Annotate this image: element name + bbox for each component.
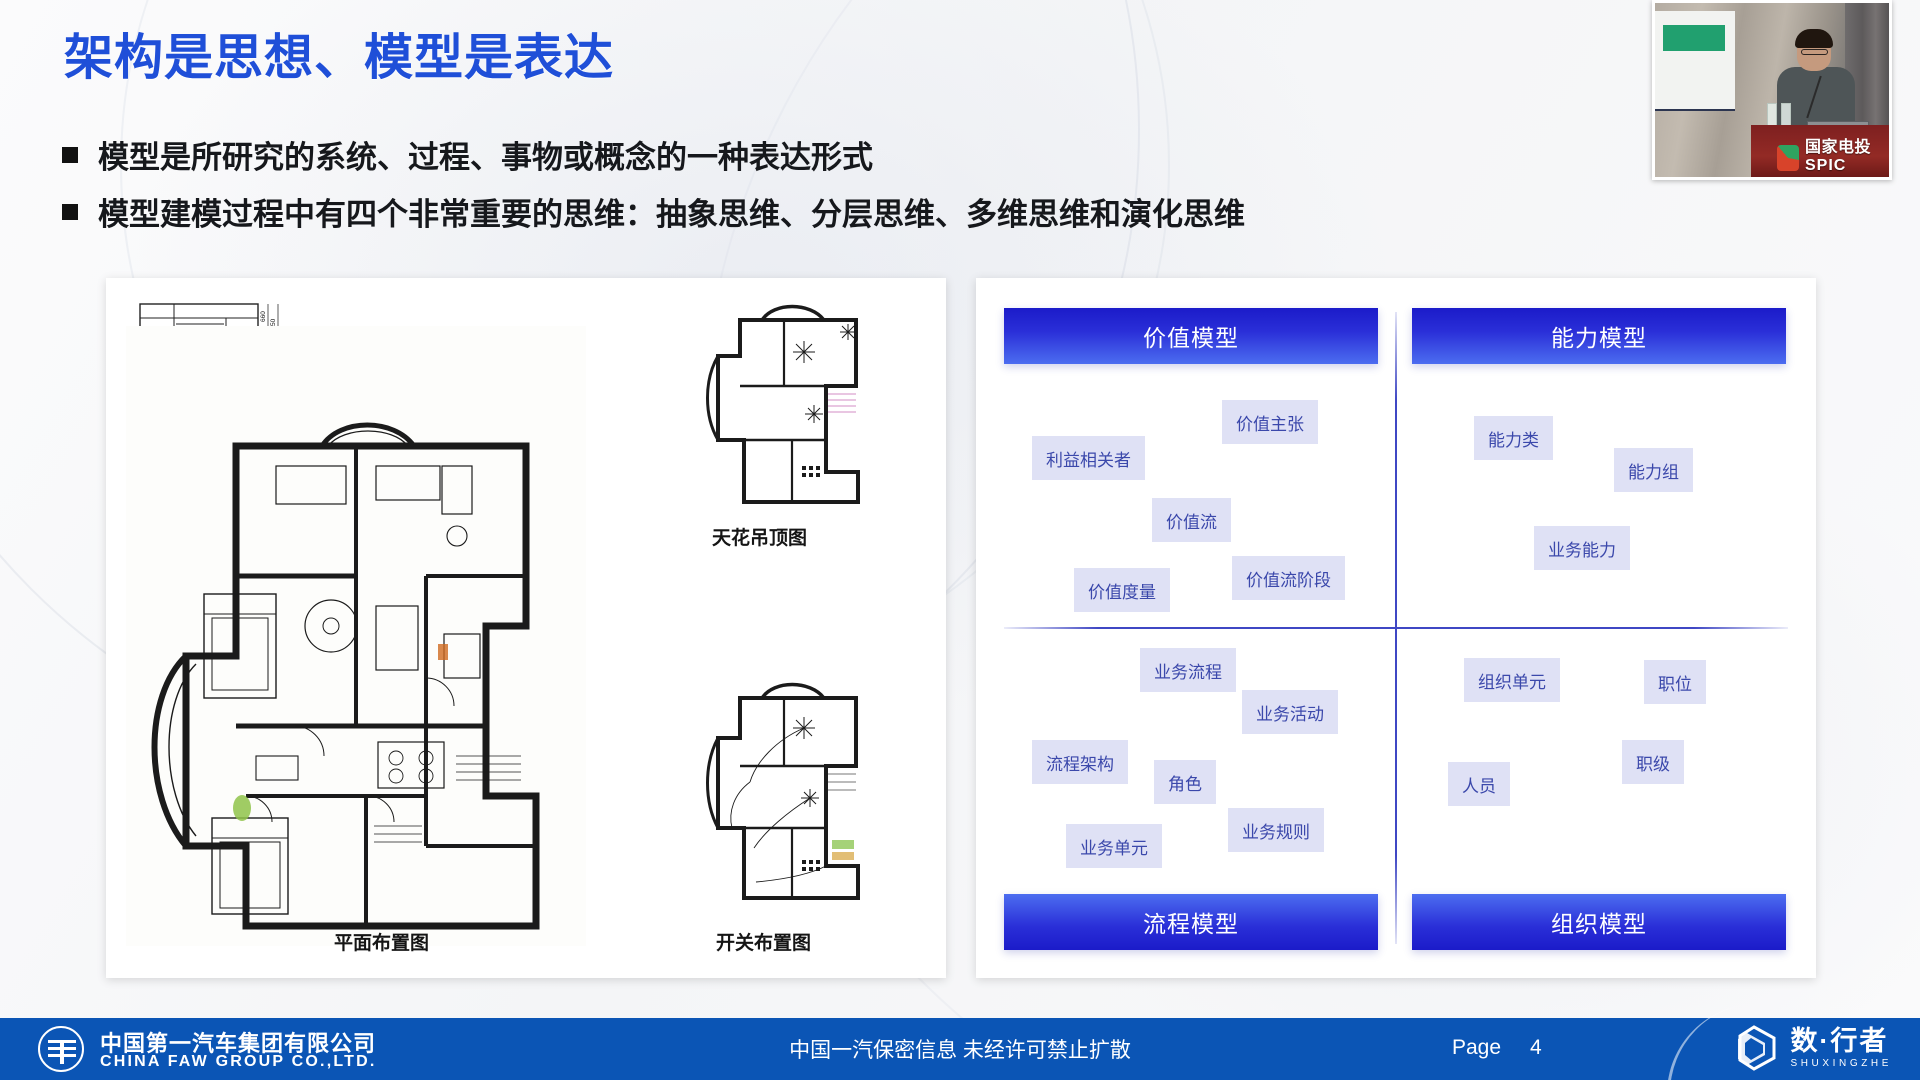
- company-name-en: CHINA FAW GROUP CO.,LTD.: [100, 1053, 377, 1070]
- node-value-measure[interactable]: 价值度量: [1074, 568, 1170, 612]
- brand-name-cn: 数·行者: [1790, 1025, 1889, 1056]
- bullet-marker-icon: [62, 203, 78, 220]
- bullet-list: 模型是所研究的系统、过程、事物或概念的一种表达形式 模型建模过程中有四个非常重要…: [62, 132, 1622, 246]
- quadrant-canvas: 价值模型 能力模型 流程模型 组织模型 价值主张 利益相关者 价值流 价值流阶段…: [976, 278, 1816, 978]
- ceiling-plan-drawing: [706, 304, 860, 504]
- node-value-stream-stage[interactable]: 价值流阶段: [1232, 556, 1345, 600]
- projection-green-band: [1663, 25, 1725, 51]
- node-position[interactable]: 职位: [1644, 660, 1706, 704]
- node-value-proposition[interactable]: 价值主张: [1222, 400, 1318, 444]
- speaker-hair: [1795, 29, 1833, 48]
- company-name-cn: 中国第一汽车集团有限公司: [100, 1031, 377, 1056]
- bullet-item: 模型是所研究的系统、过程、事物或概念的一种表达形式: [62, 132, 1622, 177]
- bullet-text: 模型是所研究的系统、过程、事物或概念的一种表达形式: [98, 140, 873, 175]
- node-organization-unit[interactable]: 组织单元: [1464, 658, 1560, 702]
- bullet-item: 模型建模过程中有四个非常重要的思维：抽象思维、分层思维、多维思维和演化思维: [62, 189, 1622, 234]
- speaker-video-inset[interactable]: 国家电投 SPIC: [1652, 0, 1892, 180]
- node-business-process[interactable]: 业务流程: [1140, 648, 1236, 692]
- bullet-marker-icon: [62, 146, 78, 163]
- projection-screen: [1655, 11, 1735, 111]
- node-personnel[interactable]: 人员: [1448, 762, 1510, 806]
- four-quadrant-model-panel: 价值模型 能力模型 流程模型 组织模型 价值主张 利益相关者 价值流 价值流阶段…: [976, 278, 1816, 978]
- quadrant-header-value-model[interactable]: 价值模型: [1004, 308, 1378, 364]
- node-value-stream[interactable]: 价值流: [1152, 498, 1231, 542]
- switch-plan-caption: 开关布置图: [716, 933, 812, 954]
- quadrant-horizontal-axis: [1004, 627, 1788, 629]
- node-capability-group[interactable]: 能力组: [1614, 448, 1693, 492]
- brand-name-en: SHUXINGZHE: [1790, 1057, 1892, 1069]
- node-process-architecture[interactable]: 流程架构: [1032, 740, 1128, 784]
- bullet-text: 模型建模过程中有四个非常重要的思维：抽象思维、分层思维、多维思维和演化思维: [98, 197, 1245, 232]
- node-role[interactable]: 角色: [1154, 760, 1216, 804]
- node-job-grade[interactable]: 职级: [1622, 740, 1684, 784]
- node-business-rule[interactable]: 业务规则: [1228, 808, 1324, 852]
- main-floorplan-drawing: [126, 326, 586, 946]
- shuxingzhe-mark-icon: [1738, 1025, 1776, 1071]
- switch-plan-drawing: [706, 682, 860, 900]
- quadrant-header-process-model[interactable]: 流程模型: [1004, 894, 1378, 950]
- ceiling-plan-caption: 天花吊顶图: [712, 528, 808, 549]
- shuxingzhe-logo: 数·行者 SHUXINGZHE: [1734, 1024, 1892, 1072]
- quadrant-header-organization-model[interactable]: 组织模型: [1412, 894, 1786, 950]
- main-floorplan-caption: 平面布置图: [334, 933, 430, 954]
- node-business-unit[interactable]: 业务单元: [1066, 824, 1162, 868]
- node-business-capability[interactable]: 业务能力: [1534, 526, 1630, 570]
- confidentiality-notice: 中国一汽保密信息 未经许可禁止扩散: [789, 1039, 1131, 1062]
- floorplan-panel: 60 1813 18 1053 36 5048 60 2280 660 50 1…: [106, 278, 946, 978]
- slide-footer: 中国第一汽车集团有限公司 CHINA FAW GROUP CO.,LTD. 中国…: [0, 1004, 1920, 1080]
- node-business-activity[interactable]: 业务活动: [1242, 690, 1338, 734]
- podium-logo-en: SPIC: [1805, 157, 1847, 174]
- svg-text:660: 660: [260, 311, 267, 322]
- page-label: Page: [1452, 1036, 1502, 1059]
- page-number: 4: [1530, 1036, 1542, 1059]
- spic-logo-icon: [1777, 145, 1799, 171]
- podium: [1751, 125, 1889, 177]
- glasses-icon: [1801, 49, 1828, 55]
- faw-logo-icon: [38, 1026, 84, 1072]
- quadrant-header-capability-model[interactable]: 能力模型: [1412, 308, 1786, 364]
- svg-text:50: 50: [270, 318, 277, 326]
- node-capability-category[interactable]: 能力类: [1474, 416, 1553, 460]
- podium-logo-cn: 国家电投: [1805, 139, 1872, 156]
- slide-title: 架构是思想、模型是表达: [64, 31, 615, 85]
- node-stakeholder[interactable]: 利益相关者: [1032, 436, 1145, 480]
